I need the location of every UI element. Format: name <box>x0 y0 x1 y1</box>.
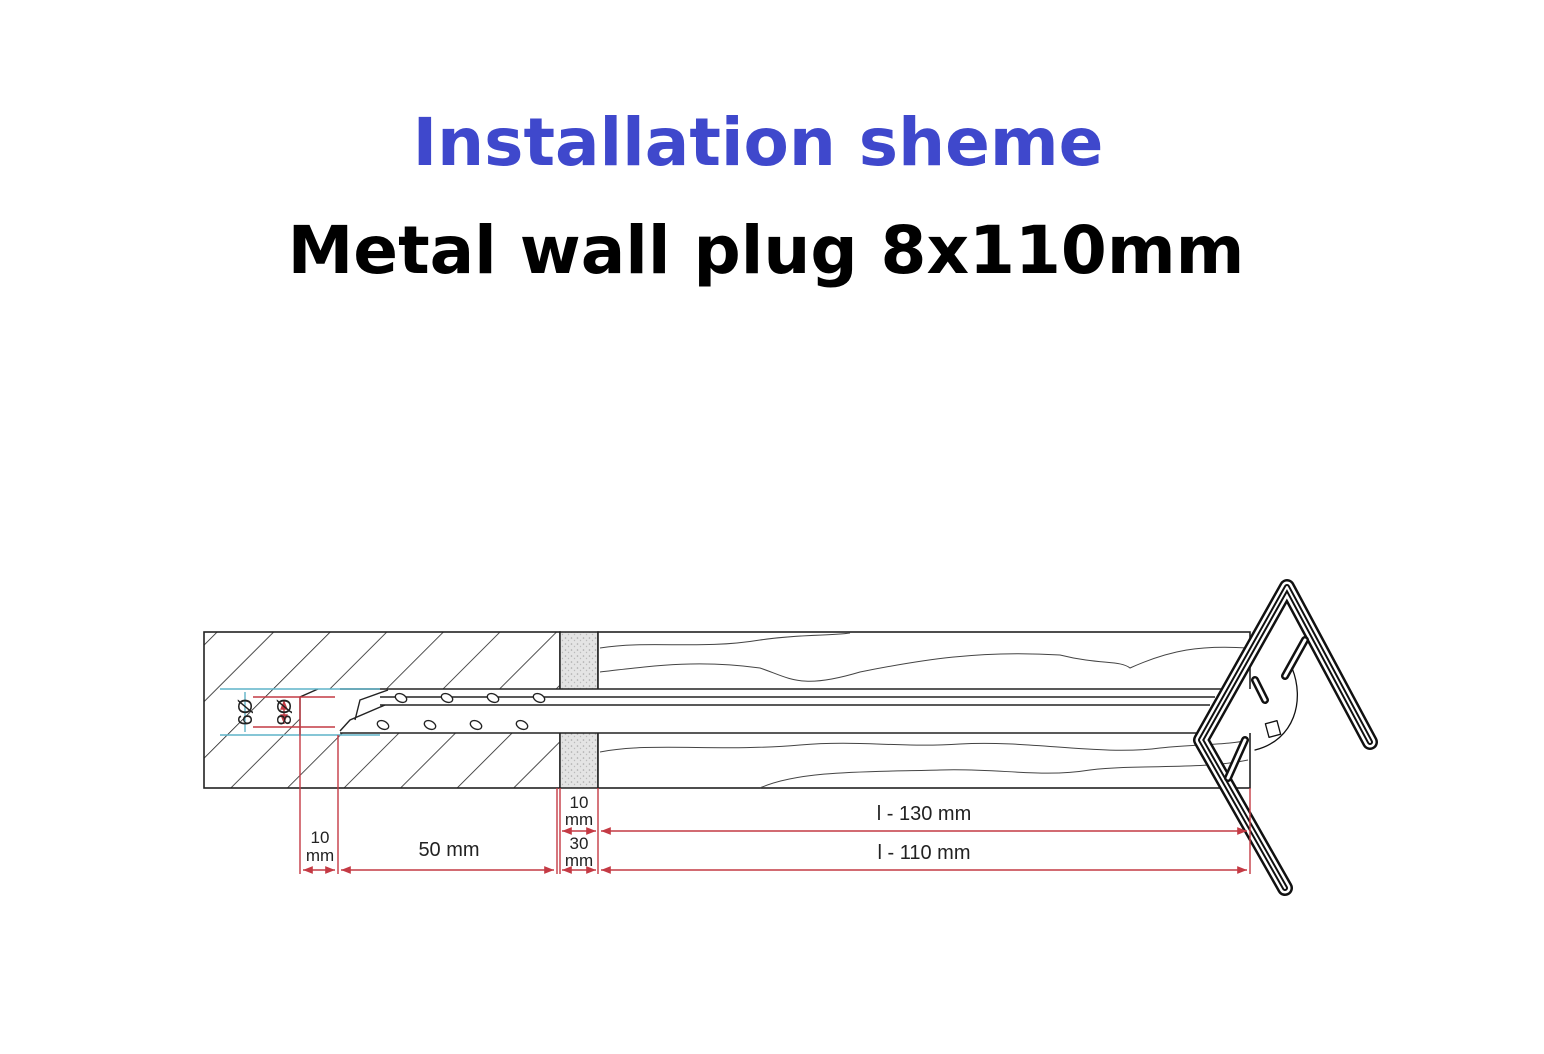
wall-plug <box>299 688 1260 735</box>
insulation-top-num: 10 <box>570 793 589 812</box>
diameter-dimensions: Ø9 Ø8 <box>220 688 380 736</box>
insulation-top-unit: mm <box>565 810 593 829</box>
tip-length-num: 10 <box>311 828 330 847</box>
length-dimensions <box>299 697 1251 874</box>
length-110-label: l - 110 mm <box>878 842 971 864</box>
diagram-title: Installation sheme <box>412 104 1104 181</box>
diameter-outer-label: Ø9 <box>233 699 255 726</box>
diagram-subtitle: Metal wall plug 8x110mm <box>287 212 1245 289</box>
diameter-inner-label: Ø8 <box>272 699 294 726</box>
bracket <box>1193 579 1378 896</box>
tip-length-unit: mm <box>306 846 334 865</box>
embed-length-label: 50 mm <box>418 839 479 861</box>
insulation-bottom-num: 30 <box>570 834 589 853</box>
length-130-label: l - 130 mm <box>877 803 971 825</box>
insulation-bottom-unit: mm <box>565 851 593 870</box>
